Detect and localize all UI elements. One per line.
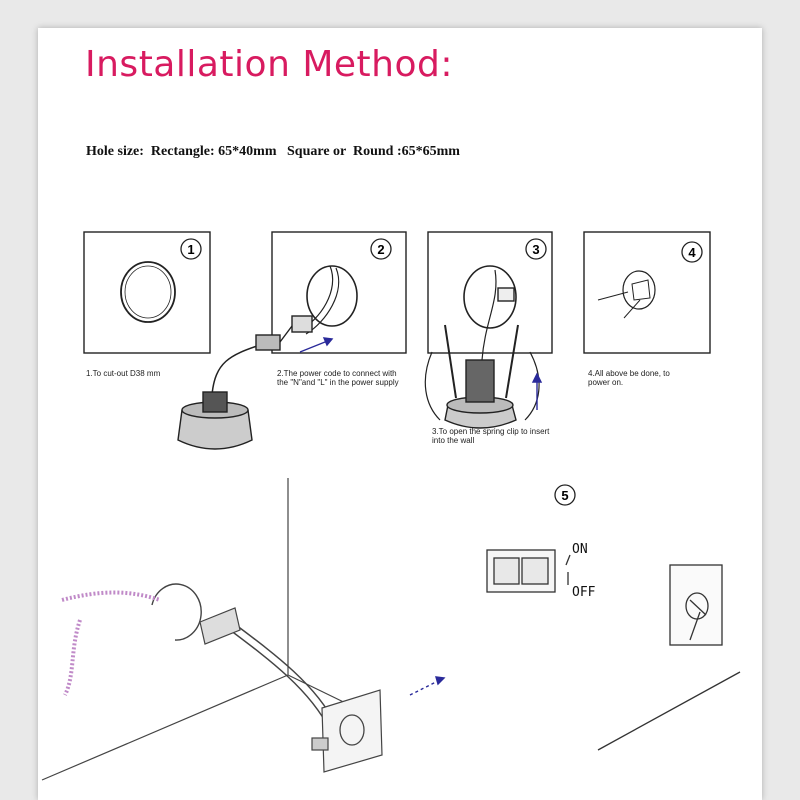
wall-light-plate bbox=[321, 689, 383, 773]
step5-scene bbox=[486, 549, 741, 751]
step3-panel bbox=[427, 231, 553, 354]
wall-scene bbox=[41, 478, 383, 781]
step2-hole bbox=[306, 265, 358, 327]
page-title: Installation Method: bbox=[85, 44, 453, 85]
step1-number: 1 bbox=[187, 242, 194, 257]
step3-hole bbox=[463, 265, 517, 329]
step2-number: 2 bbox=[377, 242, 384, 257]
step2-panel bbox=[271, 231, 407, 354]
step4-light bbox=[622, 270, 656, 310]
step4-number: 4 bbox=[688, 245, 696, 260]
off-label: OFF bbox=[572, 585, 596, 600]
step5-number: 5 bbox=[561, 488, 568, 503]
step1-hole bbox=[120, 261, 176, 323]
hole-size-text: Hole size: Rectangle: 65*40mm Square or … bbox=[86, 144, 460, 159]
step2-fixture bbox=[177, 409, 253, 450]
step2-connector bbox=[255, 334, 281, 351]
on-label: ON bbox=[572, 542, 588, 557]
step2-terminal bbox=[291, 315, 313, 333]
step3-caption: 3.To open the spring clip to insert into… bbox=[432, 427, 550, 445]
step-number-badges: 1 2 3 4 5 bbox=[180, 238, 703, 506]
step1-caption: 1.To cut-out D38 mm bbox=[86, 369, 161, 378]
page-sheet bbox=[38, 28, 762, 800]
step4-panel bbox=[583, 231, 711, 354]
step2-caption: 2.The power code to connect with the "N"… bbox=[277, 369, 399, 387]
step1-panel bbox=[83, 231, 211, 354]
step3-number: 3 bbox=[532, 242, 539, 257]
step4-caption: 4.All above be done, to power on. bbox=[588, 369, 670, 387]
